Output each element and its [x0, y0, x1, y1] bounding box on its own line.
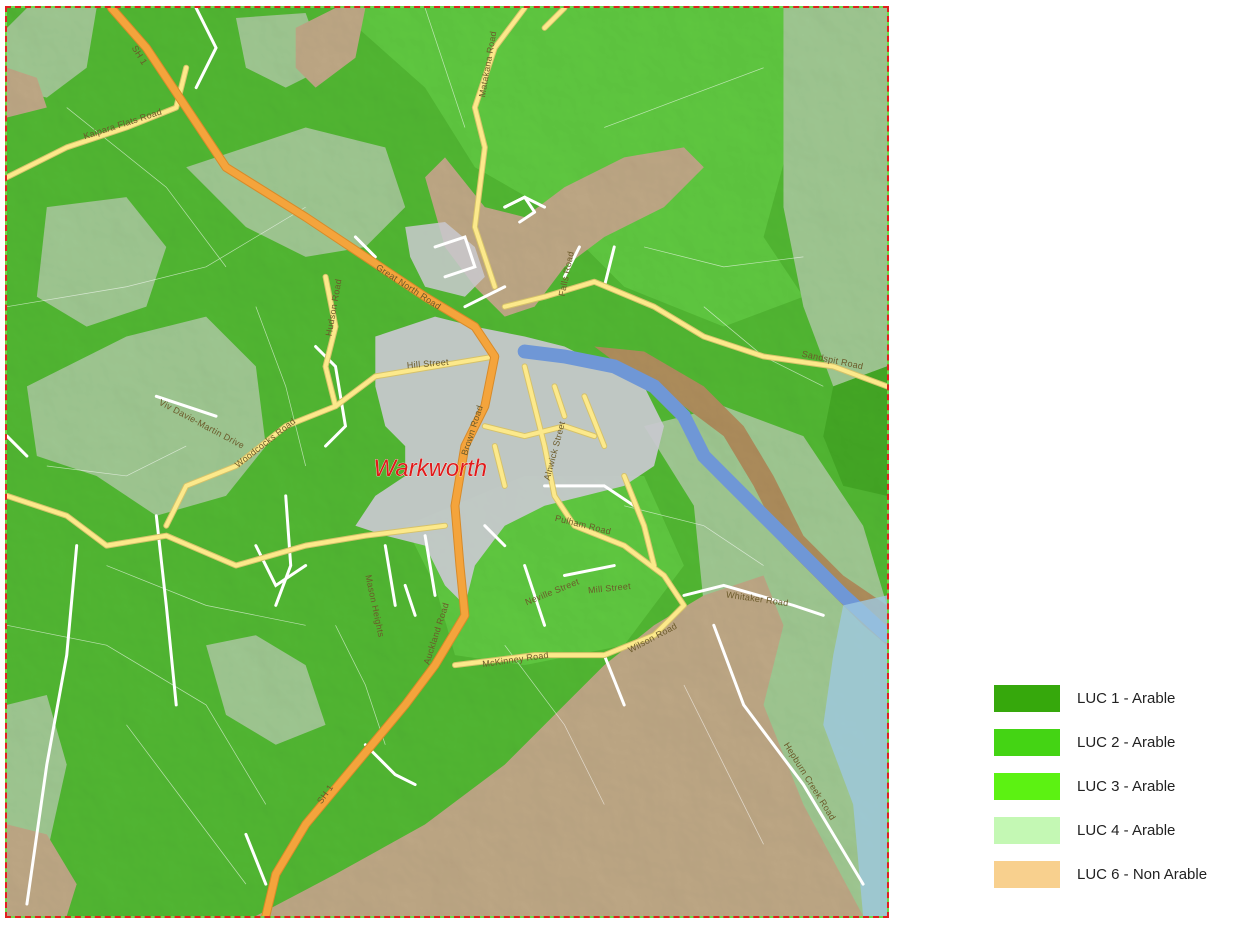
map-frame[interactable]: SH 1 Kaipara Flats Road Great North Road…	[5, 6, 889, 918]
legend-label-luc6: LUC 6 - Non Arable	[1077, 865, 1208, 883]
legend-label-luc4: LUC 4 - Arable	[1077, 821, 1176, 839]
legend-item-luc3: LUC 3 - Arable	[994, 764, 1246, 808]
road-label-mill-street: Mill Street	[588, 581, 632, 595]
legend-swatch-luc6	[994, 860, 1060, 888]
legend-swatch-luc4	[994, 816, 1060, 844]
parcel-boundaries	[7, 8, 824, 885]
legend-item-luc1: LUC 1 - Arable	[994, 676, 1246, 720]
legend-label-luc2: LUC 2 - Arable	[1077, 733, 1176, 751]
legend-label-luc1: LUC 1 - Arable	[1077, 689, 1176, 707]
legend-label-luc3: LUC 3 - Arable	[1077, 777, 1176, 795]
legend-swatch-luc3	[994, 772, 1060, 800]
minor-roads	[7, 8, 865, 906]
legend-swatch-luc2	[994, 728, 1060, 756]
legend-swatch-luc1	[994, 684, 1060, 712]
land-use-map[interactable]: SH 1 Kaipara Flats Road Great North Road…	[7, 8, 887, 916]
state-highway-1[interactable]	[107, 8, 500, 916]
urban-area	[355, 316, 665, 606]
legend-item-luc4: LUC 4 - Arable	[994, 808, 1246, 852]
map-legend: LUC 1 - Arable LUC 2 - Arable LUC 3 - Ar…	[994, 676, 1246, 896]
town-label: Warkworth	[373, 455, 487, 482]
river-estuary	[823, 595, 887, 916]
legend-item-luc6: LUC 6 - Non Arable	[994, 852, 1246, 896]
legend-item-luc2: LUC 2 - Arable	[994, 720, 1246, 764]
mahurangi-river	[517, 344, 887, 643]
arterial-roads[interactable]	[7, 8, 887, 669]
road-label-hill-street: Hill Street	[406, 357, 449, 371]
